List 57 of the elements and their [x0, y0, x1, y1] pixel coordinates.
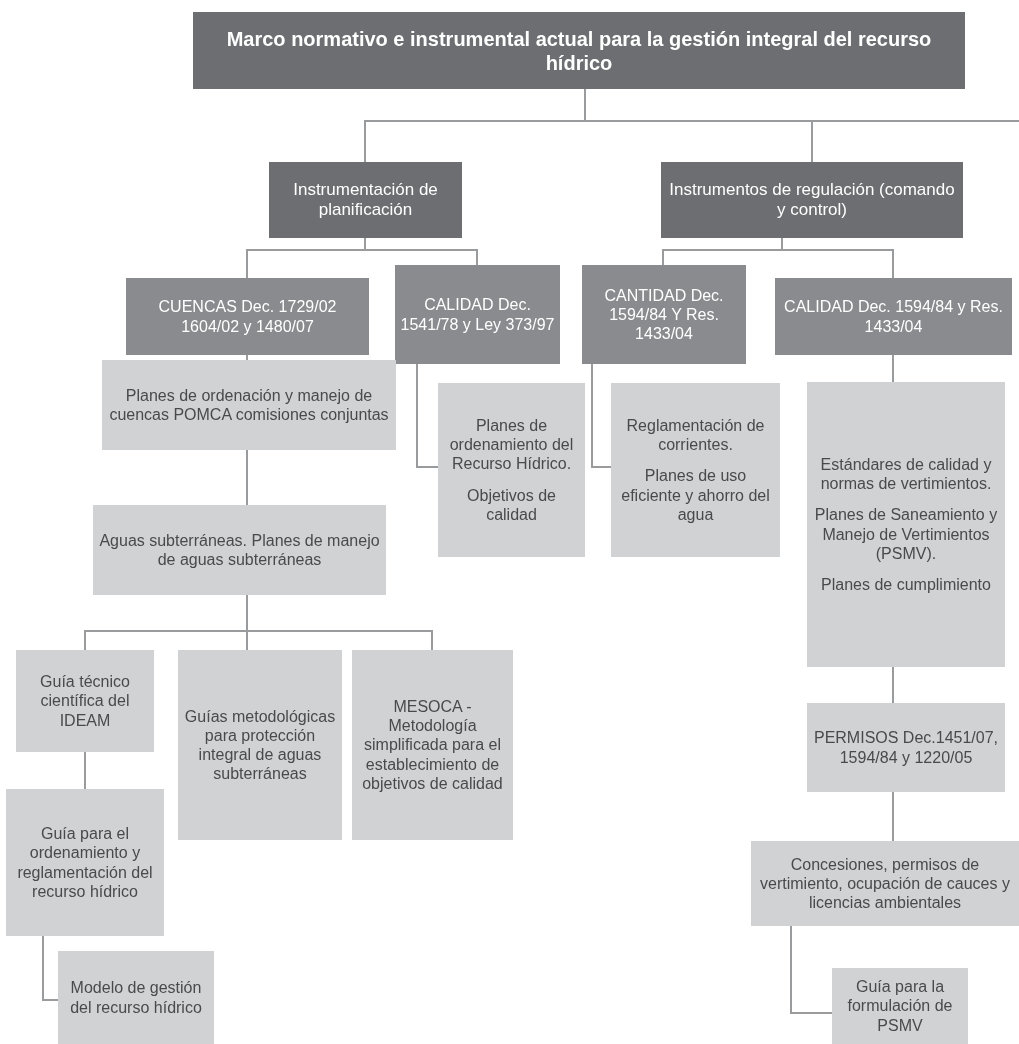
box-text: Estándares de calidad y normas de vertimientos.	[819, 454, 993, 494]
connector-line	[781, 237, 894, 279]
instrument-box	[16, 650, 154, 752]
box-text: Objetivos de calidad	[466, 485, 557, 524]
instrument-box	[751, 841, 1019, 926]
box-text: Instrumentos de regulación (comando y control)	[668, 179, 956, 221]
connector-line	[790, 925, 833, 1014]
box-text: PERMISOS Dec.1451/07, 1594/84 y 1220/05	[812, 728, 1000, 767]
instrument-box	[611, 383, 780, 557]
box-text: CUENCAS Dec. 1729/02 1604/02 y 1480/07	[157, 297, 338, 336]
instrument-box	[438, 383, 585, 557]
box-text: Planes de ordenación y manejo de cuencas POMCA comisiones conjuntas	[108, 385, 390, 425]
box-text: Reglamentación de corrientes.	[625, 416, 766, 455]
instrument-box	[807, 382, 1005, 667]
instrument-box	[58, 951, 214, 1044]
box-text: Planes de Saneamiento y Manejo de Vertimientos (PSMV).	[813, 505, 999, 563]
box-text: Instrumentación de planificación	[292, 179, 439, 221]
connector-line	[364, 237, 478, 266]
instrument-box	[93, 505, 386, 595]
category-box	[661, 162, 963, 238]
instrument-box	[352, 650, 513, 840]
connector-line	[246, 449, 248, 506]
connector-line	[892, 666, 894, 704]
decree-box	[126, 278, 369, 355]
decree-box	[582, 265, 746, 364]
connector-line	[246, 594, 433, 651]
instrument-box	[832, 968, 968, 1044]
box-text: CALIDAD Dec. 1541/78 y Ley 373/97	[399, 295, 556, 334]
box-text: CALIDAD Dec. 1594/84 y Res. 1433/04	[783, 297, 1004, 336]
decree-box	[395, 265, 560, 364]
box-text: CANTIDAD Dec. 1594/84 Y Res. 1433/04	[603, 285, 725, 344]
connector-line	[246, 354, 248, 361]
connector-line	[591, 363, 612, 468]
box-text: Planes de cumplimiento	[821, 574, 991, 595]
title-box	[193, 12, 965, 89]
box-text: Modelo de gestión del recurso hídrico	[69, 978, 203, 1017]
connector-line	[84, 751, 86, 790]
connector-line	[892, 791, 894, 842]
box-text: Planes de uso eficiente y ahorro del agua	[620, 466, 771, 524]
instrument-box	[102, 360, 396, 450]
instrument-box	[6, 789, 164, 936]
connector-line	[892, 354, 894, 383]
instrument-box	[807, 703, 1005, 792]
category-box	[269, 162, 462, 238]
box-text: Guía para el ordenamiento y reglamentación del recurso hídrico	[16, 824, 154, 901]
connector-line	[416, 363, 439, 468]
box-text: Planes de ordenamiento del Recurso Hídrico.	[448, 416, 575, 474]
box-text: Concesiones, permisos de vertimiento, ocupación de cauces y licencias ambientales	[759, 854, 1011, 913]
instrument-box	[178, 650, 342, 840]
box-text: Aguas subterráneas. Planes de manejo de aguas subterráneas	[98, 530, 381, 570]
box-text: MESOCA - Metodología simplificada para el establecimiento de objetivos de calidad	[361, 697, 504, 793]
box-text: Guía para la formulación de PSMV	[846, 977, 954, 1035]
box-text: Guías metodológicas para protección integral de aguas subterráneas	[183, 706, 337, 784]
decree-box	[775, 278, 1012, 355]
title-text: Marco normativo e instrumental actual para la gestión integral del recurso hídrico	[225, 26, 933, 75]
connector-line	[42, 935, 59, 1001]
box-text: Guía técnico científica del IDEAM	[39, 672, 131, 730]
